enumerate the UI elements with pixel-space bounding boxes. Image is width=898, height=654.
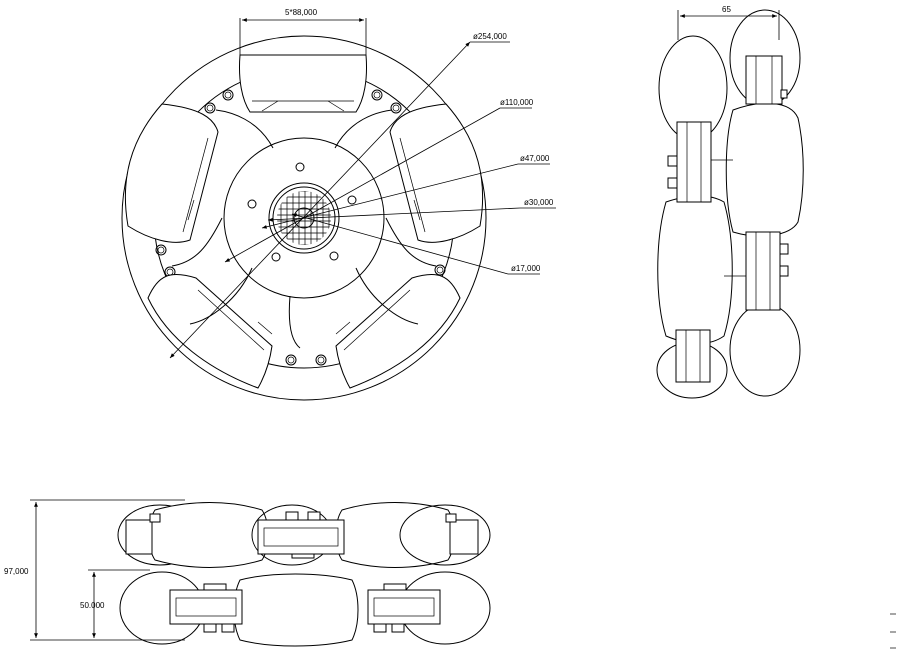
side-roller-mid-right xyxy=(725,102,804,237)
outer-rim-outline xyxy=(121,35,487,401)
roller-bottom-left xyxy=(147,274,273,389)
dia-30-label: ø30,000 xyxy=(524,198,554,207)
bottom-roller-u4 xyxy=(399,504,491,566)
side-roller-mid-left xyxy=(657,195,733,344)
bottom-view: 97,000 50.000 xyxy=(4,499,491,647)
side-bracket-bottom xyxy=(675,329,711,383)
dia-47-label: ø47,000 xyxy=(520,154,550,163)
front-view: 5*88,000 ø254,000 ø110,000 ø47,000 ø30,0… xyxy=(121,8,556,401)
side-view: 65 xyxy=(656,5,804,399)
roller-top xyxy=(239,54,367,113)
dia-17-label: ø17,000 xyxy=(511,264,541,273)
roller-right xyxy=(389,103,484,243)
side-roller-back-3 xyxy=(729,303,801,397)
bottom-roller-l3 xyxy=(233,573,359,647)
dim-side-width-label: 65 xyxy=(722,5,731,14)
leader-dia-17: ø17,000 xyxy=(291,213,541,275)
dim-height-total-label: 97,000 xyxy=(4,567,29,576)
dia-254-label: ø254,000 xyxy=(473,32,507,41)
dim-height-half-label: 50.000 xyxy=(80,601,105,610)
bottom-roller-u3 xyxy=(335,502,455,568)
bottom-bracket-l-right xyxy=(367,583,441,633)
bottom-bracket-u-right xyxy=(445,513,479,555)
dim-top-width-label: 5*88,000 xyxy=(285,8,318,17)
roller-left xyxy=(124,103,219,243)
bottom-bracket-l-left xyxy=(169,583,243,633)
hub-bolt-holes xyxy=(247,162,357,262)
leader-dia-30: ø30,000 xyxy=(267,198,556,222)
dim-top-width: 5*88,000 xyxy=(239,8,367,55)
roller-bottom-right xyxy=(335,274,461,389)
corner-marks xyxy=(890,613,896,649)
bottom-bracket-u-mid xyxy=(257,511,345,559)
side-bracket-top xyxy=(745,55,788,105)
side-bracket-upper-left xyxy=(667,121,733,203)
bottom-roller-u2 xyxy=(148,502,269,568)
side-bracket-lower-right xyxy=(724,231,789,311)
dia-110-label: ø110,000 xyxy=(500,98,534,107)
leader-dia-110: ø110,000 xyxy=(224,98,534,263)
leader-dia-254: ø254,000 xyxy=(169,32,510,359)
bottom-bracket-u-left xyxy=(125,513,161,555)
